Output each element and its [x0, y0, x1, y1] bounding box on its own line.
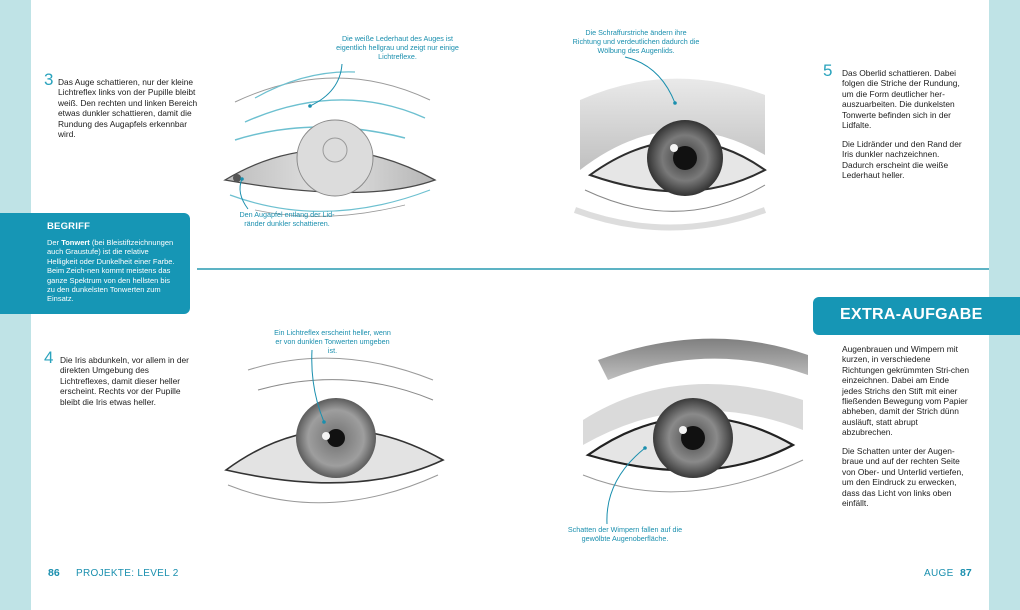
footer-section-label: PROJEKTE: [76, 568, 135, 579]
callout-line-schraffur [624, 56, 677, 105]
page-number-left: 86 [48, 567, 60, 579]
step-5-text-1: Das Oberlid schattieren. Dabei folgen di… [842, 68, 960, 131]
footer-level-label: LEVEL 2 [137, 568, 179, 579]
step-5-text-2: Die Lidränder und den Rand der Iris dunk… [842, 139, 962, 181]
extra-text-2: Die Schatten unter der Augen-braue und a… [842, 446, 964, 509]
footer-section: PROJEKTE: LEVEL 2 [76, 568, 179, 579]
callout-line-lichtreflex [311, 349, 326, 424]
callout-line-lederhaut [308, 63, 343, 108]
step-5-number: 5 [823, 61, 833, 80]
callout-line-wimpern [606, 446, 647, 525]
eye-sketch-step3 [223, 71, 437, 217]
begriff-term: Tonwert [61, 238, 90, 247]
begriff-title: BEGRIFF [47, 221, 91, 232]
extra-text-1: Augenbrauen und Wimpern mit kurzen, in v… [842, 344, 970, 438]
section-divider [197, 268, 989, 270]
footer-chapter: AUGE [924, 568, 954, 579]
eye-sketch-step5 [573, 78, 767, 231]
step-4-text: Die Iris abdunkeln, vor allem in der dir… [60, 355, 189, 407]
step-3-number: 3 [44, 70, 54, 89]
eye-sketch-step4 [224, 357, 445, 504]
callout-augapfel: Den Augapfel entlang der Lid-ränder dunk… [239, 210, 335, 228]
callout-wimpern: Schatten der Wimpern fallen auf die gewö… [567, 525, 683, 543]
callout-line-augapfel [239, 177, 249, 210]
begriff-prefix: Der [47, 238, 60, 247]
begriff-box: BEGRIFF Der Tonwert (bei Bleistiftzeichn… [0, 213, 190, 314]
eye-sketch-extra [582, 338, 808, 493]
callout-schraffur: Die Schraffurstriche ändern ihre Richtun… [572, 28, 700, 55]
callout-lederhaut: Die weiße Lederhaut des Auges ist eigent… [336, 34, 459, 61]
page-number-right: 87 [960, 567, 972, 579]
step-3-text: Das Auge schattieren, nur der kleine Lic… [58, 77, 198, 140]
extra-aufgabe-header: EXTRA-AUFGABE [813, 297, 1020, 335]
step-4-number: 4 [44, 348, 54, 367]
begriff-text: Der Tonwert (bei Bleistiftzeichnungen au… [47, 238, 178, 304]
callout-lichtreflex: Ein Lichtreflex erscheint heller, wenn e… [274, 328, 391, 355]
begriff-definition: (bei Bleistiftzeichnungen auch Graustufe… [47, 238, 175, 304]
